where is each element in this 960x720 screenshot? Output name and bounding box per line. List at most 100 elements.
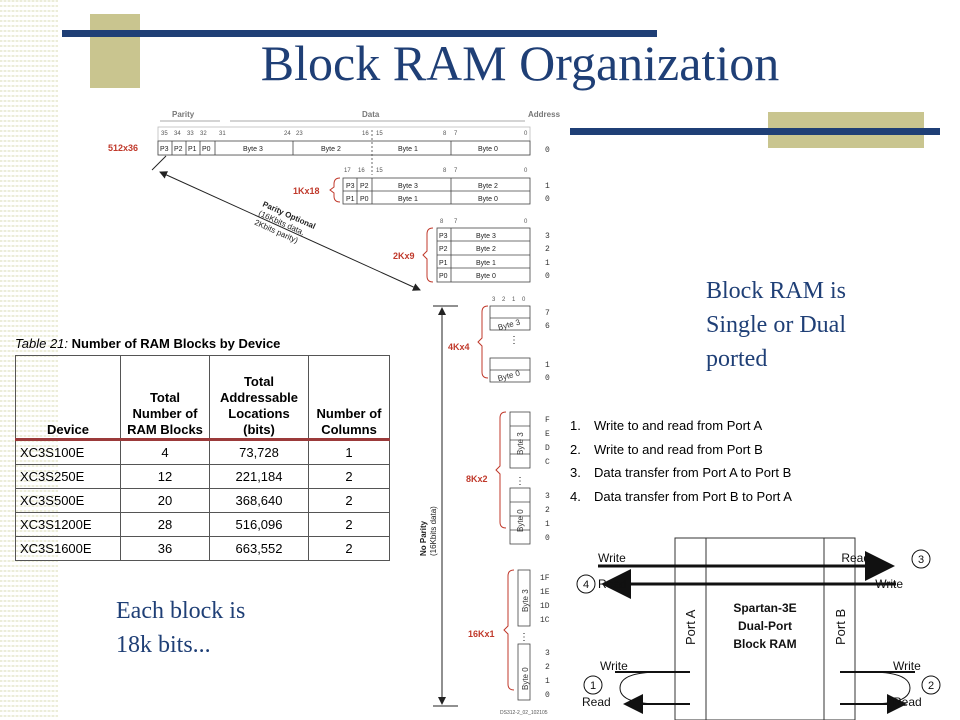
table-row: XC3S1600E 36 663,552 2	[15, 536, 390, 561]
config-16kx1: 16Kx1	[468, 629, 495, 639]
bit-23: 23	[296, 131, 303, 137]
addr-8kx2-e: E	[545, 430, 550, 439]
center-line-2: Dual-Port	[738, 619, 792, 633]
cell-p2: P2	[174, 146, 183, 153]
cell-p0: P0	[202, 146, 211, 153]
cell-locations: 221,184	[209, 464, 309, 489]
bit-7b: 7	[454, 168, 458, 174]
config-4kx4: 4Kx4	[448, 342, 470, 352]
step-1: 1	[590, 680, 596, 692]
port-mode-text: Write to and read from Port A	[594, 418, 763, 433]
center-line-1: Spartan-3E	[733, 601, 796, 615]
cell-byte3: Byte 3	[476, 233, 496, 240]
port-b-label: Port B	[833, 609, 848, 645]
config-512x36: 512x36	[108, 143, 138, 153]
addr-4kx4-0: 0	[545, 374, 550, 383]
read-label-b-bottom: Read	[893, 695, 922, 709]
cell-columns: 2	[308, 536, 390, 561]
bit-0d: 0	[522, 297, 526, 303]
bit-2: 2	[502, 297, 506, 303]
accent-block-top	[90, 14, 140, 88]
config-8kx2: 8Kx2	[466, 474, 488, 484]
header-data: Data	[362, 110, 380, 119]
bit-0b: 0	[524, 168, 528, 174]
footer-id: DS312-2_02_102105	[500, 710, 548, 716]
addr-8kx2-d: D	[545, 444, 550, 453]
cell-blocks: 12	[120, 464, 210, 489]
addr-4kx4-7: 7	[545, 309, 550, 318]
cell-columns: 1	[308, 439, 390, 465]
cell-p3: P3	[160, 146, 169, 153]
write-label-b-top: Write	[875, 577, 903, 591]
bit-8c: 8	[440, 219, 444, 225]
bit-0c: 0	[524, 219, 528, 225]
cell-device: XC3S1600E	[15, 536, 121, 561]
accent-bar-right	[570, 128, 940, 135]
write-label-a: Write	[598, 551, 626, 565]
table-header-row: Device Total Number of RAM Blocks Total …	[15, 355, 390, 440]
no-parity-1: No Parity	[419, 520, 428, 556]
ram-blocks-table: Device Total Number of RAM Blocks Total …	[15, 355, 390, 561]
no-parity-2: (16Kbits data)	[429, 506, 438, 556]
addr-4kx4-1: 1	[545, 361, 550, 370]
byte0-8kx2: Byte 0	[516, 509, 525, 532]
addr-16kx1-1d: 1D	[540, 602, 550, 611]
bit-8: 8	[443, 131, 447, 137]
write-label-b-bottom: Write	[893, 659, 921, 673]
note-block-size: Each block is 18k bits...	[116, 594, 245, 662]
bit-3: 3	[492, 297, 496, 303]
cell-locations: 368,640	[209, 488, 309, 513]
addr-16kx1-3: 3	[545, 649, 550, 658]
header-address: Address	[528, 110, 561, 119]
cell-device: XC3S1200E	[15, 512, 121, 537]
ellipsis-dots: ⋮	[515, 476, 525, 487]
step-4: 4	[583, 579, 589, 591]
slide-title: Block RAM Organization	[260, 35, 780, 91]
cell-device: XC3S100E	[15, 439, 121, 465]
addr-16kx1-0: 0	[545, 691, 550, 700]
port-mode-number: 1.	[570, 418, 581, 433]
addr-8kx2-c: C	[545, 458, 550, 467]
table-caption-label: Table 21:	[15, 336, 69, 351]
center-line-3: Block RAM	[733, 637, 796, 651]
addr-8kx2-f: F	[545, 416, 550, 425]
addr-2kx9-3: 3	[545, 232, 550, 241]
cell-byte0: Byte 0	[476, 273, 496, 280]
addr-1kx18-0: 0	[545, 195, 550, 204]
addr-16kx1-1e: 1E	[540, 588, 550, 597]
list-item: 1. Write to and read from Port A	[570, 414, 792, 438]
bit-15: 15	[376, 131, 383, 137]
table-row: XC3S100E 4 73,728 1	[15, 439, 390, 465]
header-parity: Parity	[172, 110, 195, 119]
cell-p2: P2	[439, 246, 448, 253]
cell-byte1: Byte 1	[398, 146, 418, 153]
addr-16kx1-1c: 1C	[540, 616, 550, 625]
write-label-a-bottom: Write	[600, 659, 628, 673]
bit-34: 34	[174, 131, 181, 137]
port-a-label: Port A	[683, 609, 698, 645]
config-2kx9: 2Kx9	[393, 251, 415, 261]
addr-2kx9-0: 0	[545, 272, 550, 281]
port-mode-text: Write to and read from Port B	[594, 441, 763, 457]
step-3: 3	[918, 554, 924, 566]
cell-byte1: Byte 1	[476, 260, 496, 267]
bit-35: 35	[161, 131, 168, 137]
port-mode-number: 2.	[570, 441, 581, 457]
addr-512x36-0: 0	[545, 146, 550, 155]
cell-p3: P3	[439, 233, 448, 240]
ellipsis-dots: ⋮	[519, 632, 529, 643]
cell-byte2: Byte 2	[478, 183, 498, 190]
note-ports: Block RAM is Single or Dual ported	[706, 274, 846, 376]
addr-16kx1-1f: 1F	[540, 574, 550, 583]
byte3-8kx2: Byte 3	[516, 432, 525, 455]
port-modes-list: 1. Write to and read from Port A 2. Write …	[570, 414, 792, 508]
cell-byte2: Byte 2	[476, 246, 496, 253]
cell-p0: P0	[439, 273, 448, 280]
table-row: XC3S250E 12 221,184 2	[15, 464, 390, 489]
bit-15b: 15	[376, 168, 383, 174]
addr-2kx9-1: 1	[545, 259, 550, 268]
port-mode-number: 4.	[570, 488, 581, 504]
step-2: 2	[928, 680, 934, 692]
